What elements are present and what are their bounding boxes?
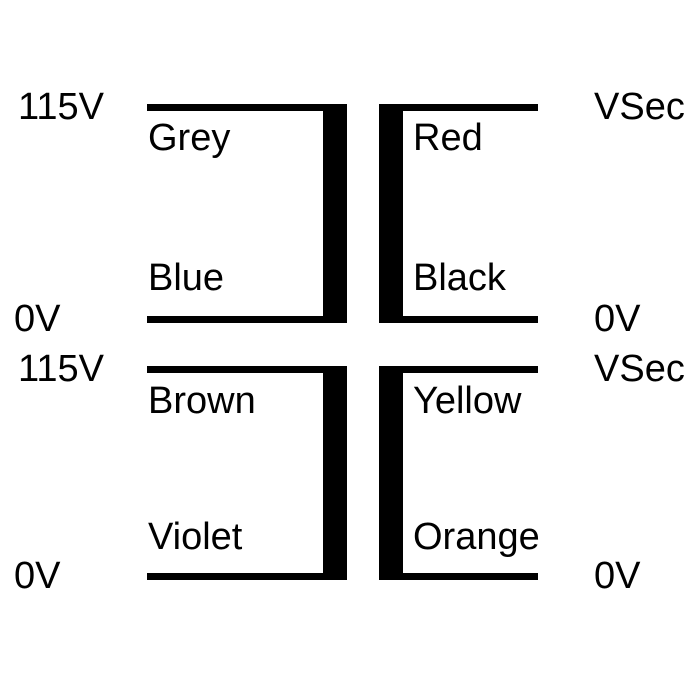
wire-label-primary-1-bottom: Blue bbox=[148, 257, 225, 299]
lead-primary-1-bottom bbox=[147, 316, 347, 323]
terminal-label-primary-1-bottom: 0V bbox=[14, 298, 61, 340]
terminal-label-primary-1-top: 115V bbox=[18, 86, 104, 128]
winding-bar-secondary-2 bbox=[379, 366, 403, 580]
lead-secondary-1-top bbox=[379, 104, 538, 111]
winding-bar-secondary-1 bbox=[379, 104, 403, 323]
lead-primary-2-bottom bbox=[147, 573, 347, 580]
winding-bar-primary-2 bbox=[323, 366, 347, 580]
lead-secondary-2-top bbox=[379, 366, 538, 373]
lead-primary-2-top bbox=[147, 366, 347, 373]
wire-label-primary-2-bottom: Violet bbox=[148, 516, 243, 558]
terminal-label-secondary-1-bottom: 0V bbox=[594, 298, 641, 340]
wire-label-primary-1-top: Grey bbox=[148, 117, 231, 159]
wire-label-secondary-2-bottom: Orange bbox=[413, 516, 540, 558]
wire-label-secondary-1-top: Red bbox=[413, 117, 483, 159]
terminal-label-secondary-2-top: VSec bbox=[594, 348, 685, 390]
lead-primary-1-top bbox=[147, 104, 347, 111]
terminal-label-secondary-1-top: VSec bbox=[594, 86, 685, 128]
lead-secondary-1-bottom bbox=[379, 316, 538, 323]
lead-secondary-2-bottom bbox=[379, 573, 538, 580]
wire-label-primary-2-top: Brown bbox=[148, 380, 256, 422]
winding-bar-primary-1 bbox=[323, 104, 347, 323]
terminal-label-primary-2-bottom: 0V bbox=[14, 555, 61, 597]
terminal-label-secondary-2-bottom: 0V bbox=[594, 555, 641, 597]
wire-label-secondary-2-top: Yellow bbox=[413, 380, 522, 422]
terminal-label-primary-2-top: 115V bbox=[18, 348, 104, 390]
wire-label-secondary-1-bottom: Black bbox=[413, 257, 506, 299]
